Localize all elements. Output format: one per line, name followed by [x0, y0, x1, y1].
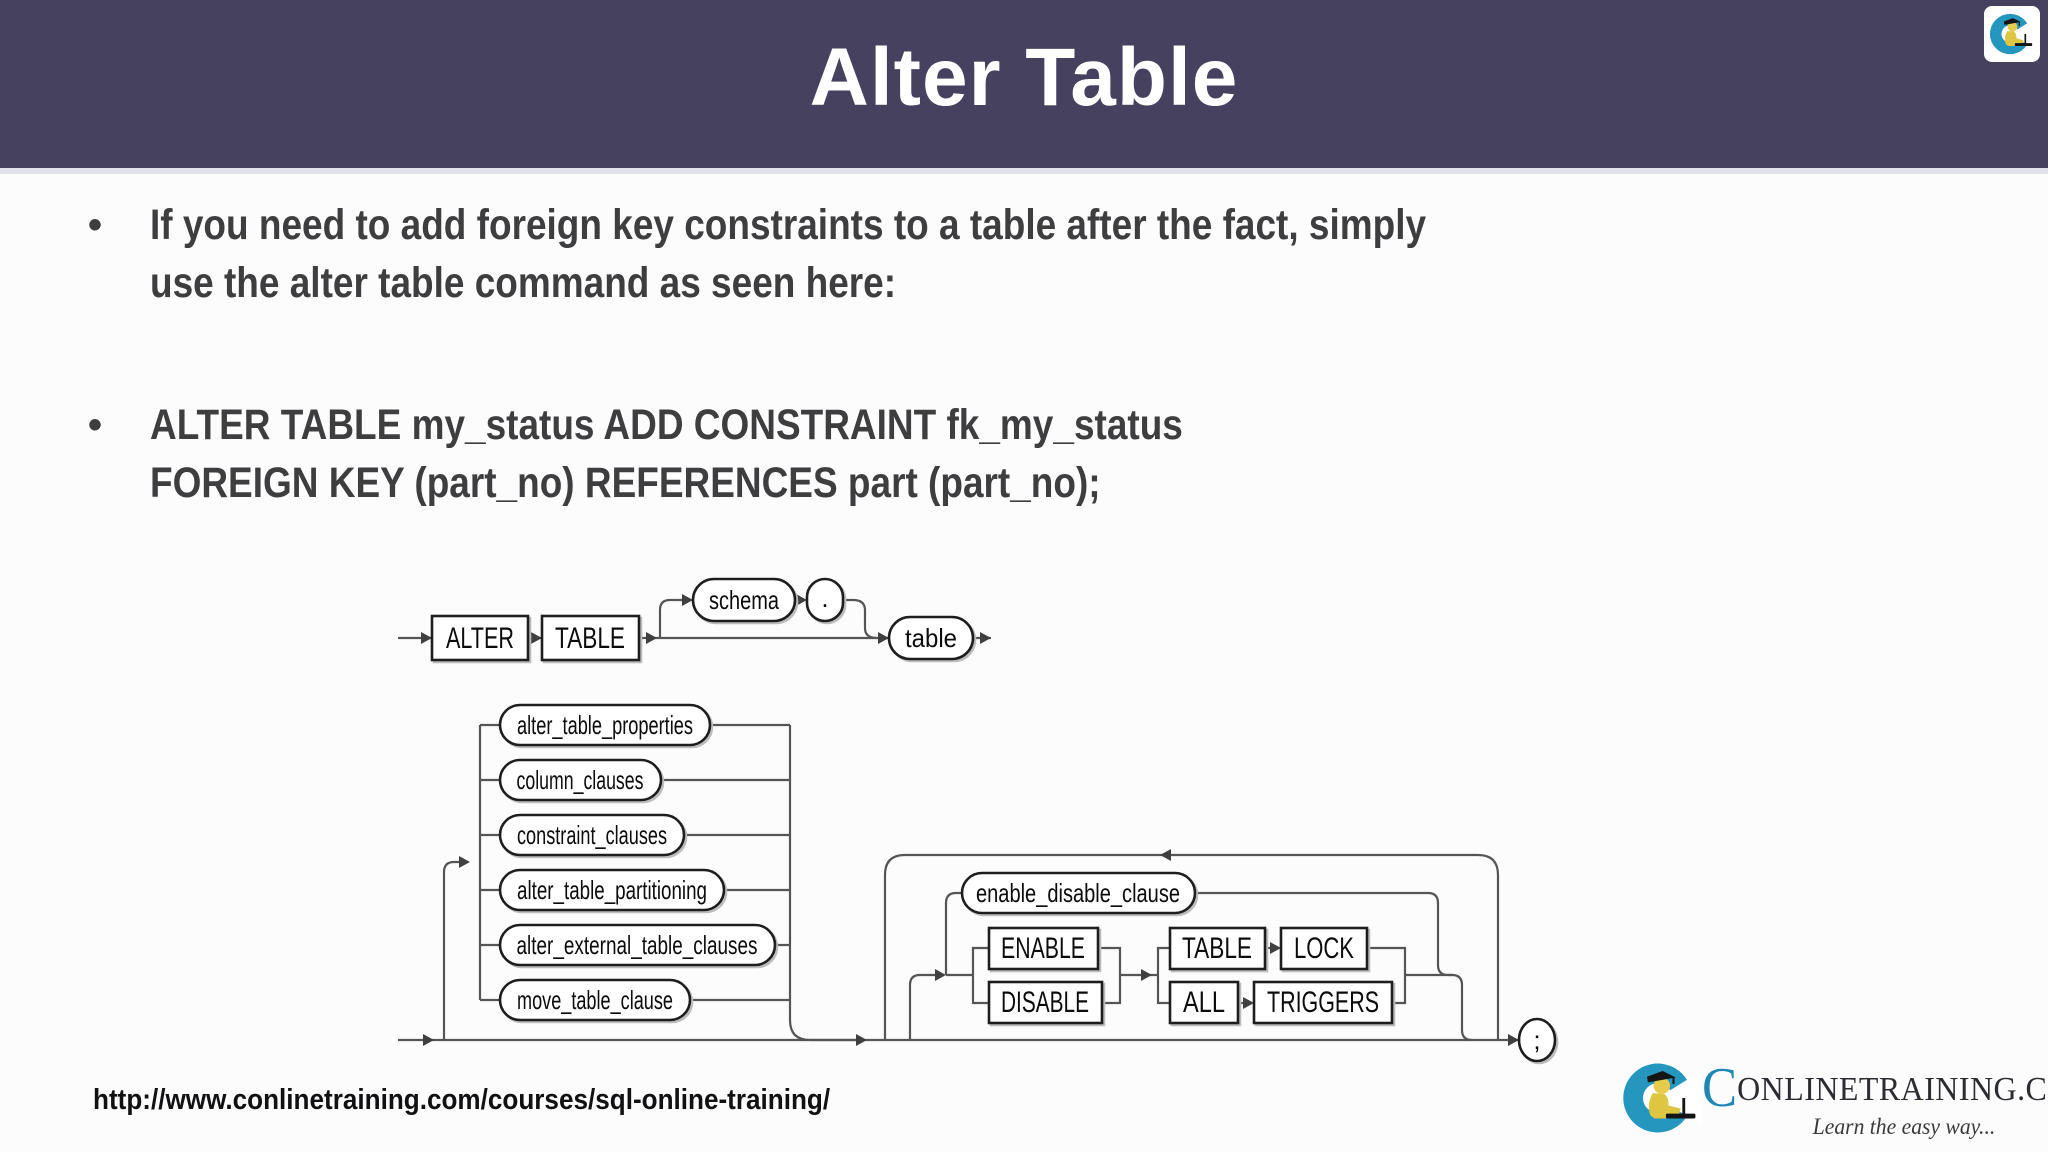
option-oval-move-table-clause — [498, 978, 692, 1022]
node-table-keyword — [540, 614, 641, 662]
brand-logo-small — [1984, 6, 2040, 62]
label-option-1: column_clauses — [517, 765, 644, 795]
label-option-4: alter_external_table_clauses — [517, 930, 758, 960]
bullet-line: ALTER TABLE my_status ADD CONSTRAINT fk_… — [150, 401, 1183, 449]
course-url: http://www.conlinetraining.com/courses/s… — [93, 1084, 831, 1116]
label-option-3: alter_table_partitioning — [517, 875, 707, 905]
bullet-marker: • — [88, 403, 103, 447]
option-oval-alter-table-partitioning — [498, 868, 726, 912]
label-option-2: constraint_clauses — [517, 820, 667, 850]
node-all-keyword — [1168, 980, 1240, 1025]
bullet-line: use the alter table command as seen here… — [150, 259, 897, 307]
bullet-text-sql: ALTER TABLE my_status ADD CONSTRAINT fk_… — [150, 396, 1183, 512]
diagram-labels: ALTER TABLE schema . table alter_table_p… — [446, 583, 1541, 1055]
label-enable-disable-clause: enable_disable_clause — [976, 878, 1180, 908]
node-table-operand — [887, 615, 975, 661]
label-disable: DISABLE — [1001, 986, 1089, 1019]
label-alter: ALTER — [446, 622, 514, 655]
diagram-arrowheads — [421, 594, 1519, 1046]
option-oval-alter-external-table-clauses — [498, 923, 777, 967]
option-oval-constraint-clauses — [498, 813, 686, 857]
bullet-marker: • — [88, 203, 103, 247]
node-semicolon-terminator — [1517, 1017, 1557, 1063]
node-schema-operand — [691, 577, 797, 623]
brand-tagline: Learn the easy way... — [1812, 1114, 1996, 1139]
brand-name: CONLINETRAINING.COM — [1702, 1057, 2048, 1119]
page-title: Alter Table — [809, 32, 1239, 123]
label-dot: . — [821, 583, 828, 613]
header-divider — [0, 168, 2048, 174]
label-option-5: move_table_clause — [517, 985, 673, 1015]
bullet-item-sql-example: • ALTER TABLE my_status ADD CONSTRAINT f… — [88, 396, 1788, 512]
node-enable-disable-clause — [960, 871, 1197, 915]
option-oval-column-clauses — [498, 758, 663, 802]
brand-initial: C — [1702, 1057, 1738, 1119]
label-schema: schema — [709, 585, 779, 615]
node-dot-operand — [805, 577, 845, 623]
label-enable: ENABLE — [1001, 932, 1085, 965]
bullet-list: • If you need to add foreign key constra… — [88, 196, 1788, 596]
label-option-0: alter_table_properties — [517, 710, 693, 740]
label-lock: LOCK — [1294, 932, 1354, 965]
training-logo-icon — [1620, 1056, 1702, 1140]
bullet-text-intro: If you need to add foreign key constrain… — [150, 196, 1426, 312]
header-banner: Alter Table — [0, 0, 2048, 168]
node-alter-keyword — [430, 614, 530, 662]
node-table-lock-table-keyword — [1168, 926, 1267, 971]
bullet-line: If you need to add foreign key constrain… — [150, 201, 1427, 249]
node-lock-keyword — [1279, 926, 1369, 971]
brand-name-rest: ONLINETRAINING.COM — [1737, 1071, 2048, 1108]
label-table: TABLE — [555, 622, 625, 655]
brand-logo-large: CONLINETRAINING.COM Learn the easy way..… — [1620, 1054, 2048, 1149]
label-triggers: TRIGGERS — [1267, 986, 1379, 1019]
bullet-item-intro: • If you need to add foreign key constra… — [88, 196, 1788, 312]
node-triggers-keyword — [1252, 980, 1394, 1025]
option-oval-alter-table-properties — [498, 703, 712, 747]
label-table-operand: table — [905, 623, 957, 653]
label-all: ALL — [1183, 986, 1225, 1019]
node-disable-keyword — [987, 980, 1104, 1025]
node-enable-keyword — [987, 926, 1100, 971]
label-terminator: ; — [1533, 1025, 1540, 1055]
diagram-connectors — [398, 598, 1519, 1042]
bullet-line: FOREIGN KEY (part_no) REFERENCES part (p… — [150, 459, 1101, 507]
label-table2: TABLE — [1182, 932, 1252, 965]
